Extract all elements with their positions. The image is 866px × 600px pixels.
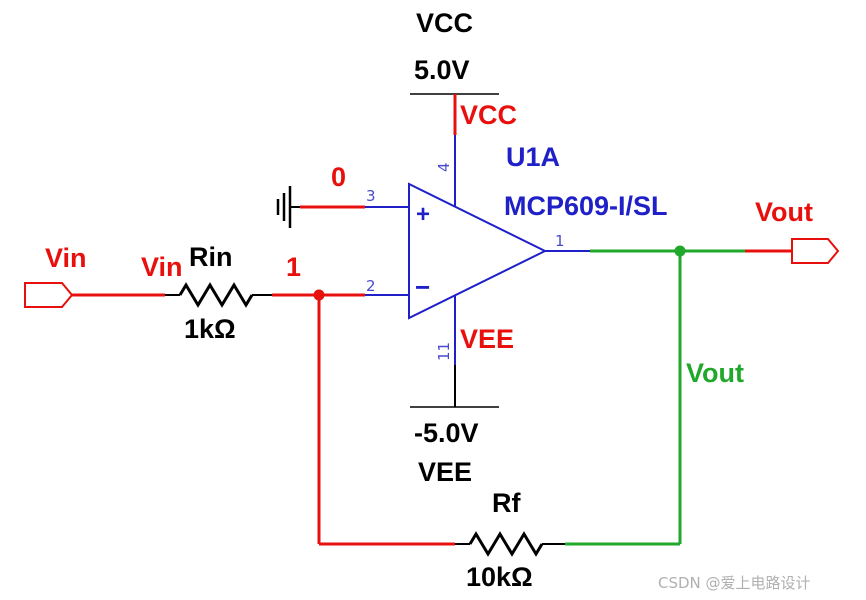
vee-net-name: VEE xyxy=(418,457,472,487)
plus-sign: + xyxy=(416,201,430,228)
vee-rail-label: VEE xyxy=(460,324,514,354)
pin-3-label: 3 xyxy=(366,187,376,205)
vin-port-label: Vin xyxy=(45,243,87,273)
inv-net-label: 1 xyxy=(286,252,301,282)
rin-name-label: Rin xyxy=(189,242,233,272)
rin-resistor-zigzag xyxy=(178,282,254,308)
pin-4-label: 4 xyxy=(435,162,453,172)
pin-2-label: 2 xyxy=(366,277,376,295)
ground-symbol: 0 xyxy=(276,162,365,228)
vcc-voltage-label: 5.0V xyxy=(414,55,470,85)
minus-sign: − xyxy=(415,272,430,302)
vee-voltage-label: -5.0V xyxy=(414,418,479,448)
opamp-ref-label: U1A xyxy=(506,142,560,172)
vout-net-label: Vout xyxy=(686,358,744,388)
rf-resistor: Rf 10kΩ xyxy=(455,488,565,592)
vcc-net-name: VCC xyxy=(416,8,473,38)
opamp-u1a: + − 3 2 1 4 11 U1A MCP609-I/SL xyxy=(365,135,668,365)
vcc-supply: VCC 5.0V VCC xyxy=(410,8,517,135)
pin-11-label: 11 xyxy=(435,342,453,361)
opamp-triangle xyxy=(408,182,548,320)
vin-net-label: Vin xyxy=(141,252,183,282)
ground-net-label: 0 xyxy=(331,162,346,192)
input-section: Vin Vin Rin 1kΩ xyxy=(24,242,272,344)
watermark-text: CSDN @爱上电路设计 xyxy=(658,574,811,592)
vin-port-symbol xyxy=(24,282,74,308)
vee-supply: -5.0V VEE VEE xyxy=(410,324,514,487)
rf-value-label: 10kΩ xyxy=(466,562,533,592)
inverting-node: 1 xyxy=(272,252,455,546)
vout-port-symbol xyxy=(791,238,840,264)
rf-resistor-zigzag xyxy=(468,531,544,557)
inv-node-junction xyxy=(313,289,325,301)
vout-port-label: Vout xyxy=(755,197,813,227)
rin-value-label: 1kΩ xyxy=(184,314,236,344)
pin-1-label: 1 xyxy=(555,232,565,250)
rf-name-label: Rf xyxy=(492,488,521,518)
opamp-part-label: MCP609-I/SL xyxy=(504,191,668,221)
vcc-rail-label: VCC xyxy=(460,100,517,130)
output-section: Vout Vout xyxy=(565,197,840,546)
